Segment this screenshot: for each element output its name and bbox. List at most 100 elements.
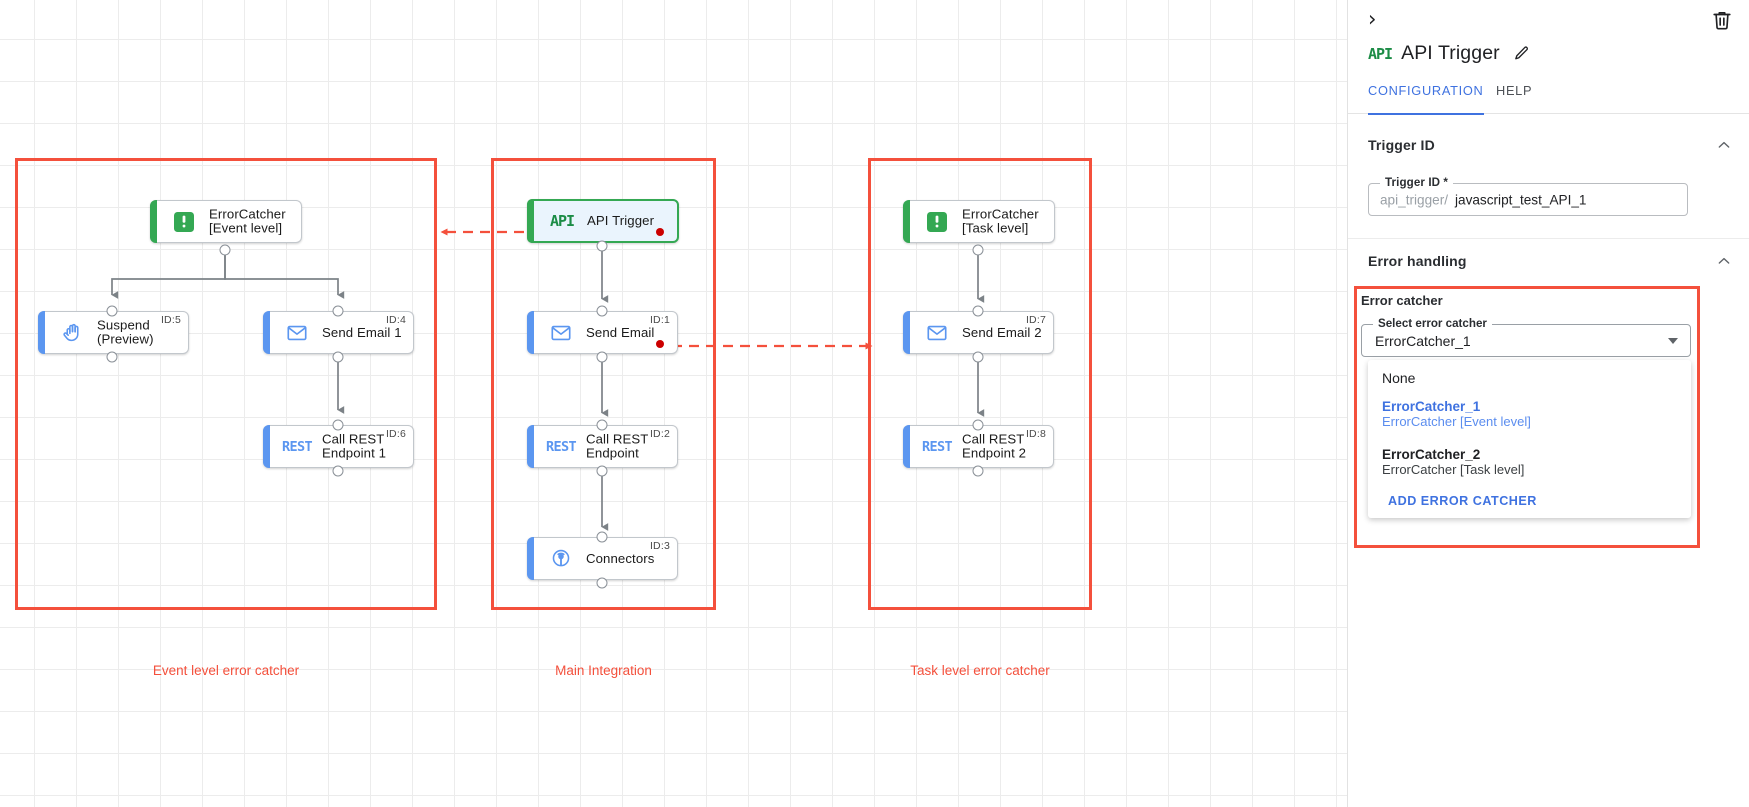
group-box-task-level <box>868 158 1092 610</box>
chevron-up-icon[interactable] <box>1716 137 1732 153</box>
port-out[interactable] <box>972 465 984 477</box>
pencil-icon[interactable] <box>1513 45 1530 62</box>
node-call-rest-endpoint-2[interactable]: REST Call REST Endpoint 2 ID:8 <box>903 425 1054 468</box>
port-out[interactable] <box>596 240 608 252</box>
node-accent-bar <box>527 199 534 243</box>
tab-label: HELP <box>1496 83 1533 98</box>
tab-label: CONFIGURATION <box>1368 83 1484 98</box>
workflow-canvas[interactable]: Event level error catcher Main Integrati… <box>0 0 1347 807</box>
hand-icon <box>59 320 85 346</box>
port-out[interactable] <box>596 351 608 363</box>
trigger-id-field[interactable]: Trigger ID * api_trigger/ javascript_tes… <box>1368 176 1688 216</box>
trigger-id-input[interactable]: javascript_test_API_1 <box>1455 192 1587 207</box>
rest-icon: REST <box>281 438 313 455</box>
node-accent-bar <box>527 537 534 580</box>
properties-panel: › API API Trigger CONFIGURATION <box>1347 0 1749 807</box>
port-in[interactable] <box>332 419 344 431</box>
node-api-trigger[interactable]: API API Trigger <box>527 199 679 243</box>
node-label: Send Email <box>586 324 655 340</box>
node-send-email[interactable]: Send Email ID:1 <box>527 311 678 354</box>
tab-active-underline <box>1368 112 1484 115</box>
port-out[interactable] <box>332 465 344 477</box>
group-box-main-integration <box>491 158 716 610</box>
node-connectors[interactable]: Connectors ID:3 <box>527 537 678 580</box>
tab-help[interactable]: HELP <box>1496 80 1532 114</box>
add-error-catcher-button[interactable]: ADD ERROR CATCHER <box>1368 492 1691 510</box>
port-in[interactable] <box>596 305 608 317</box>
node-accent-bar <box>903 425 910 468</box>
port-in[interactable] <box>596 419 608 431</box>
group-label-task-level: Task level error catcher <box>910 663 1050 678</box>
port-out[interactable] <box>219 244 231 256</box>
select-error-catcher[interactable]: Select error catcher ErrorCatcher_1 <box>1361 317 1691 357</box>
port-out[interactable] <box>972 351 984 363</box>
group-label-main-integration: Main Integration <box>555 663 652 678</box>
chevron-right-icon[interactable]: › <box>1368 7 1377 31</box>
node-call-rest-endpoint[interactable]: REST Call REST Endpoint ID:2 <box>527 425 678 468</box>
section-header-error-handling[interactable]: Error handling <box>1348 242 1749 280</box>
node-label: ErrorCatcher [Task level] <box>962 206 1039 236</box>
select-value: ErrorCatcher_1 <box>1375 332 1471 349</box>
node-call-rest-endpoint-1[interactable]: REST Call REST Endpoint 1 ID:6 <box>263 425 414 468</box>
chevron-up-icon[interactable] <box>1716 253 1732 269</box>
node-accent-bar <box>527 311 534 354</box>
dropdown-item-label: None <box>1382 370 1416 386</box>
node-label: Call REST Endpoint 2 <box>962 431 1027 461</box>
port-out[interactable] <box>106 351 118 363</box>
node-id-badge: ID:1 <box>649 314 670 326</box>
node-errorcatcher-task[interactable]: ErrorCatcher [Task level] <box>903 200 1055 243</box>
port-in[interactable] <box>106 305 118 317</box>
dropdown-item-errorcatcher-1[interactable]: ErrorCatcher_1 ErrorCatcher [Event level… <box>1368 399 1691 429</box>
error-indicator-dot <box>656 340 664 348</box>
tab-configuration[interactable]: CONFIGURATION <box>1368 80 1484 115</box>
node-id-badge: ID:8 <box>1025 428 1046 440</box>
node-accent-bar <box>527 425 534 468</box>
chevron-down-icon[interactable] <box>1668 337 1678 344</box>
dropdown-item-primary: ErrorCatcher_2 <box>1382 447 1481 462</box>
section-divider <box>1348 238 1749 239</box>
error-catcher-icon <box>171 209 197 235</box>
dropdown-item-none[interactable]: None <box>1368 370 1691 386</box>
node-send-email-2[interactable]: Send Email 2 ID:7 <box>903 311 1054 354</box>
node-id-badge: ID:3 <box>649 540 670 552</box>
trigger-id-prefix: api_trigger/ <box>1380 192 1449 207</box>
dropdown-item-errorcatcher-2[interactable]: ErrorCatcher_2 ErrorCatcher [Task level] <box>1368 447 1691 477</box>
node-id-badge: ID:2 <box>649 428 670 440</box>
node-send-email-1[interactable]: Send Email 1 ID:4 <box>263 311 414 354</box>
envelope-icon <box>924 320 950 346</box>
rest-icon: REST <box>921 438 953 455</box>
node-accent-bar <box>150 200 157 243</box>
error-catcher-dropdown[interactable]: None ErrorCatcher_1 ErrorCatcher [Event … <box>1368 360 1691 518</box>
port-in[interactable] <box>332 305 344 317</box>
node-label: ErrorCatcher [Event level] <box>209 206 286 236</box>
port-out[interactable] <box>972 244 984 256</box>
port-out[interactable] <box>596 465 608 477</box>
port-in[interactable] <box>596 531 608 543</box>
error-indicator-dot <box>656 228 664 236</box>
port-out[interactable] <box>596 577 608 589</box>
panel-header: › <box>1348 0 1749 40</box>
port-in[interactable] <box>972 419 984 431</box>
connectors-icon <box>548 546 574 572</box>
section-header-trigger-id[interactable]: Trigger ID <box>1348 126 1749 164</box>
node-id-badge: ID:5 <box>160 314 181 326</box>
add-error-catcher-label: ADD ERROR CATCHER <box>1388 494 1537 508</box>
envelope-icon <box>284 320 310 346</box>
node-label: Send Email 1 <box>322 324 402 340</box>
node-label: Suspend (Preview) <box>97 317 154 347</box>
port-out[interactable] <box>332 351 344 363</box>
node-accent-bar <box>903 311 910 354</box>
rest-icon: REST <box>545 438 577 455</box>
section-title: Trigger ID <box>1368 137 1435 153</box>
dropdown-item-secondary: ErrorCatcher [Task level] <box>1382 462 1525 477</box>
port-in[interactable] <box>972 305 984 317</box>
trash-icon[interactable] <box>1711 9 1733 31</box>
node-errorcatcher-event[interactable]: ErrorCatcher [Event level] <box>150 200 302 243</box>
node-suspend[interactable]: Suspend (Preview) ID:5 <box>38 311 189 354</box>
error-catcher-icon <box>924 209 950 235</box>
node-label: Connectors <box>586 550 655 566</box>
node-accent-bar <box>263 311 270 354</box>
group-label-event-level: Event level error catcher <box>152 663 300 678</box>
node-accent-bar <box>903 200 910 243</box>
node-label: Call REST Endpoint 1 <box>322 431 387 461</box>
